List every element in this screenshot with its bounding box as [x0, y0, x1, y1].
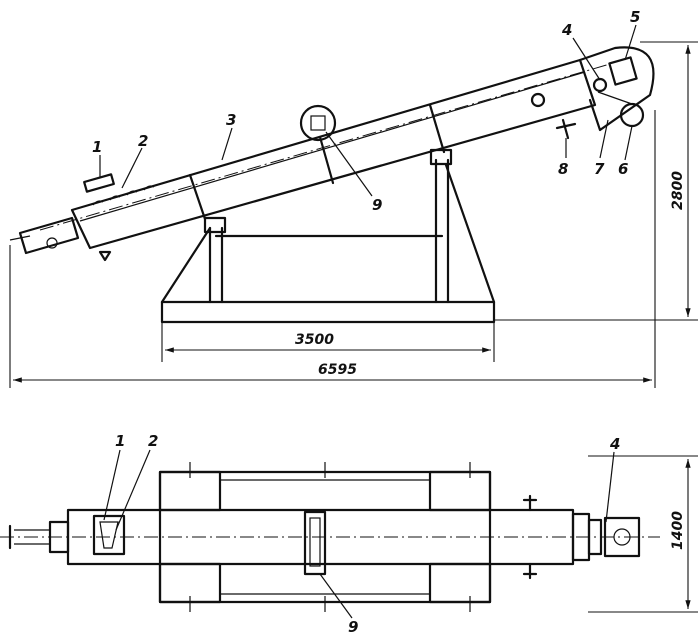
label-2: 2 — [138, 132, 148, 150]
side-dimensions: 3500 6595 2800 — [9, 41, 698, 388]
label-9: 9 — [372, 196, 382, 214]
label-4: 4 — [561, 21, 572, 39]
support-frame — [160, 148, 496, 324]
top-labels: 1 2 4 9 — [103, 432, 620, 636]
top-label-4: 4 — [609, 435, 620, 453]
dim-height: 2800 — [670, 171, 686, 210]
side-view: 3500 6595 2800 1 2 3 4 5 6 — [9, 8, 698, 388]
inclined-tube — [9, 46, 655, 262]
top-dimensions: 1400 — [588, 455, 698, 613]
dim-frame-length: 3500 — [295, 332, 334, 348]
top-tube — [0, 494, 660, 580]
label-3: 3 — [226, 111, 236, 129]
label-8: 8 — [558, 160, 568, 178]
dim-width: 1400 — [670, 511, 686, 550]
label-6: 6 — [618, 160, 628, 178]
top-view: 1400 1 2 4 9 — [0, 432, 698, 636]
top-label-2: 2 — [148, 432, 158, 450]
top-label-1: 1 — [115, 432, 125, 450]
label-1: 1 — [92, 138, 102, 156]
side-labels: 1 2 3 4 5 6 7 8 9 — [92, 8, 640, 214]
dim-total-length: 6595 — [318, 362, 357, 378]
top-label-9: 9 — [348, 618, 358, 636]
label-5: 5 — [630, 8, 640, 26]
label-7: 7 — [594, 160, 605, 178]
